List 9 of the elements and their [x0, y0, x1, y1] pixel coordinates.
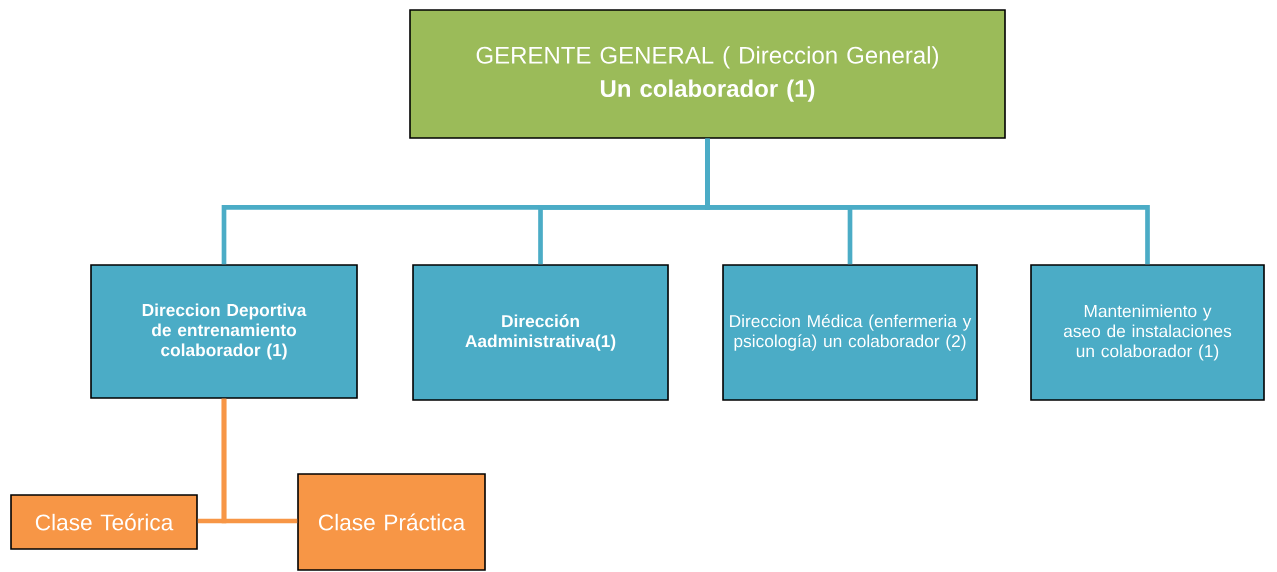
department-box: Direccion Deportiva de entrenamiento colaborador (1) — [90, 264, 358, 399]
department-box: Direccion Médica (enfermeria y psicología) un colaborador (2) — [722, 264, 978, 401]
department-box: Mantenimiento y aseo de instalaciones un colaborador (1) — [1030, 264, 1265, 401]
class-box: Clase Teórica — [10, 494, 198, 550]
class-box: Clase Práctica — [297, 473, 486, 571]
manager-box: GERENTE GENERAL ( Direccion General) Un colaborador (1) — [409, 9, 1006, 139]
connector-line — [221, 398, 298, 524]
department-box: Dirección Aadministrativa(1) — [412, 264, 669, 401]
connector-line — [705, 138, 1150, 265]
